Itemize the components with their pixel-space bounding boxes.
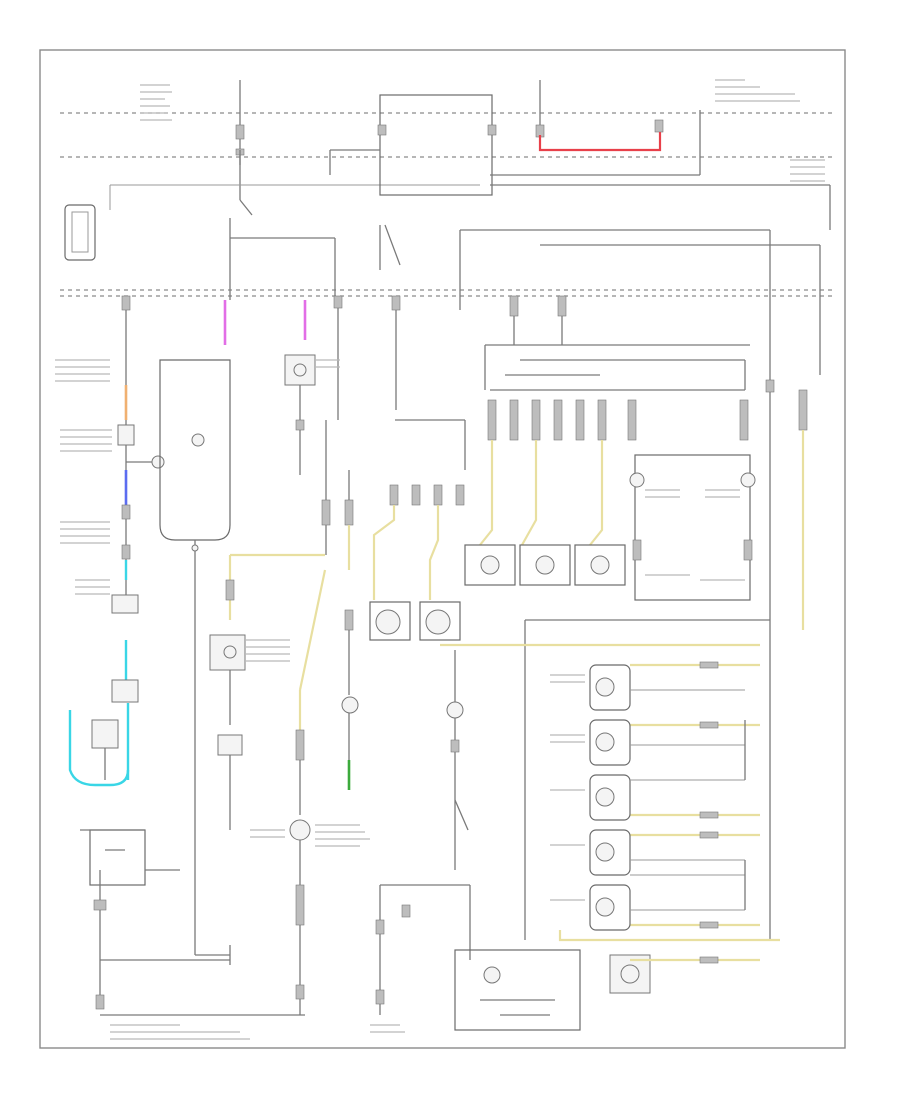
right-upper-bulb-group xyxy=(464,344,808,630)
left-column-circuits xyxy=(68,370,305,1016)
instrument-cluster-module xyxy=(159,359,231,965)
top-power-section xyxy=(60,80,835,420)
fuse-legend-box xyxy=(64,204,96,261)
relay-pair xyxy=(369,419,466,641)
label-marks xyxy=(55,79,825,1040)
diagram-border xyxy=(39,49,846,1049)
center-circuits xyxy=(209,354,359,1015)
right-lower-bulb-stack xyxy=(440,619,780,964)
